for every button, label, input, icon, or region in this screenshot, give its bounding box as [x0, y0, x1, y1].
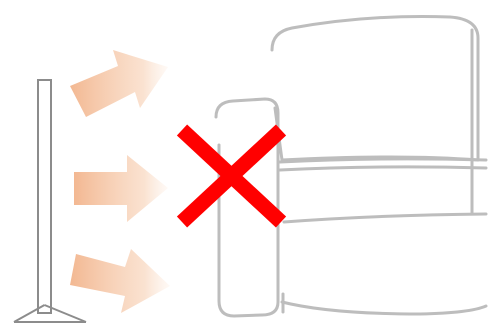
sofa-icon [216, 16, 486, 316]
heat-flow-arrow-icon [74, 155, 168, 222]
heat-flow-arrow-icon [70, 50, 168, 117]
red-cross-icon [182, 130, 281, 222]
heat-flow-arrow-icon [70, 249, 170, 313]
